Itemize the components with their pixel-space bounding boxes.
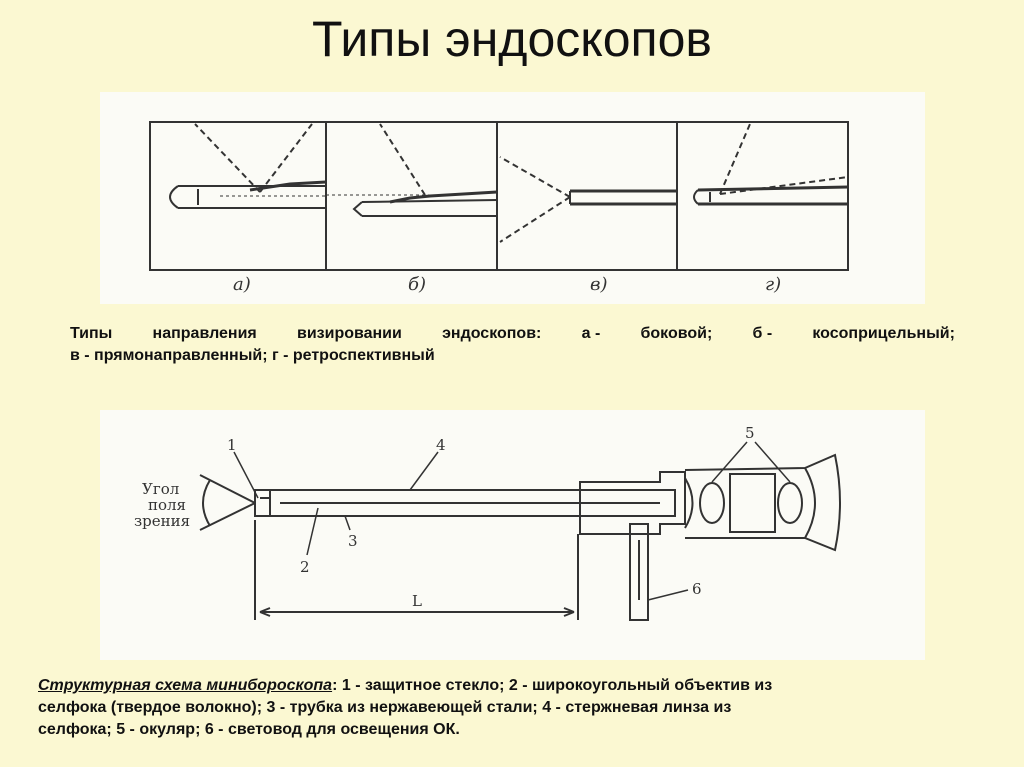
label-c: в) xyxy=(590,274,608,295)
endoscope-types-figure: а) б) в) г) xyxy=(100,92,925,304)
lens-left xyxy=(699,482,725,524)
part-number-3: 3 xyxy=(348,532,358,550)
caption-word: боковой; xyxy=(640,325,713,342)
label-d: г) xyxy=(765,274,781,295)
light-guide xyxy=(629,523,649,621)
lens-right xyxy=(777,482,803,524)
caption-word: б - xyxy=(752,325,773,342)
caption-line: селфока (твердое волокно); 3 - трубка из… xyxy=(38,699,732,716)
part-number-1: 1 xyxy=(227,436,237,454)
bottom-caption: Структурная схема минибороскопа: 1 - защ… xyxy=(38,675,988,741)
endoscope-d-drawing xyxy=(693,123,849,206)
eyepiece-body xyxy=(729,473,776,533)
figure-frame xyxy=(149,121,849,271)
caption-title: Структурная схема минибороскопа xyxy=(38,677,333,694)
endoscope-b-drawing xyxy=(326,123,498,217)
caption-word: визировании xyxy=(296,325,402,342)
caption-word: Типы xyxy=(70,325,113,342)
label-b: б) xyxy=(408,274,426,295)
endoscope-types-drawing: а) б) в) г) xyxy=(149,121,849,295)
miniboroscope-drawing: Угол поля зрения 1 2 3 4 5 6 L xyxy=(134,424,841,621)
caption-word: а - xyxy=(581,325,601,342)
part-number-6: 6 xyxy=(692,580,702,598)
part-number-2: 2 xyxy=(300,558,310,576)
dimension-label: L xyxy=(412,592,422,610)
angle-label: зрения xyxy=(134,512,190,530)
endoscope-c-drawing xyxy=(499,156,677,243)
part-number-4: 4 xyxy=(436,436,446,454)
slide-title: Типы эндоскопов xyxy=(312,11,712,67)
part-number-5: 5 xyxy=(745,424,755,442)
endoscope-a-drawing xyxy=(169,123,327,209)
angle-label: Угол xyxy=(142,480,179,498)
caption-line: селфока; 5 - окуляр; 6 - световод для ос… xyxy=(38,721,460,738)
caption-text: : 1 - защитное стекло; 2 - широкоугольны… xyxy=(332,677,773,694)
caption-line: в - прямонаправленный; г - ретроспективн… xyxy=(70,347,435,364)
top-caption: Типы направления визировании эндоскопов:… xyxy=(70,323,955,367)
label-a: а) xyxy=(233,274,251,295)
caption-word: косоприцельный; xyxy=(812,325,955,342)
caption-line: Структурная схема минибороскопа: 1 - защ… xyxy=(38,675,988,697)
miniboroscope-figure: Угол поля зрения 1 2 3 4 5 6 L xyxy=(100,410,925,660)
tube xyxy=(254,489,676,517)
angle-label: поля xyxy=(148,496,186,514)
caption-word: эндоскопов: xyxy=(442,325,542,342)
caption-word: направления xyxy=(152,325,257,342)
